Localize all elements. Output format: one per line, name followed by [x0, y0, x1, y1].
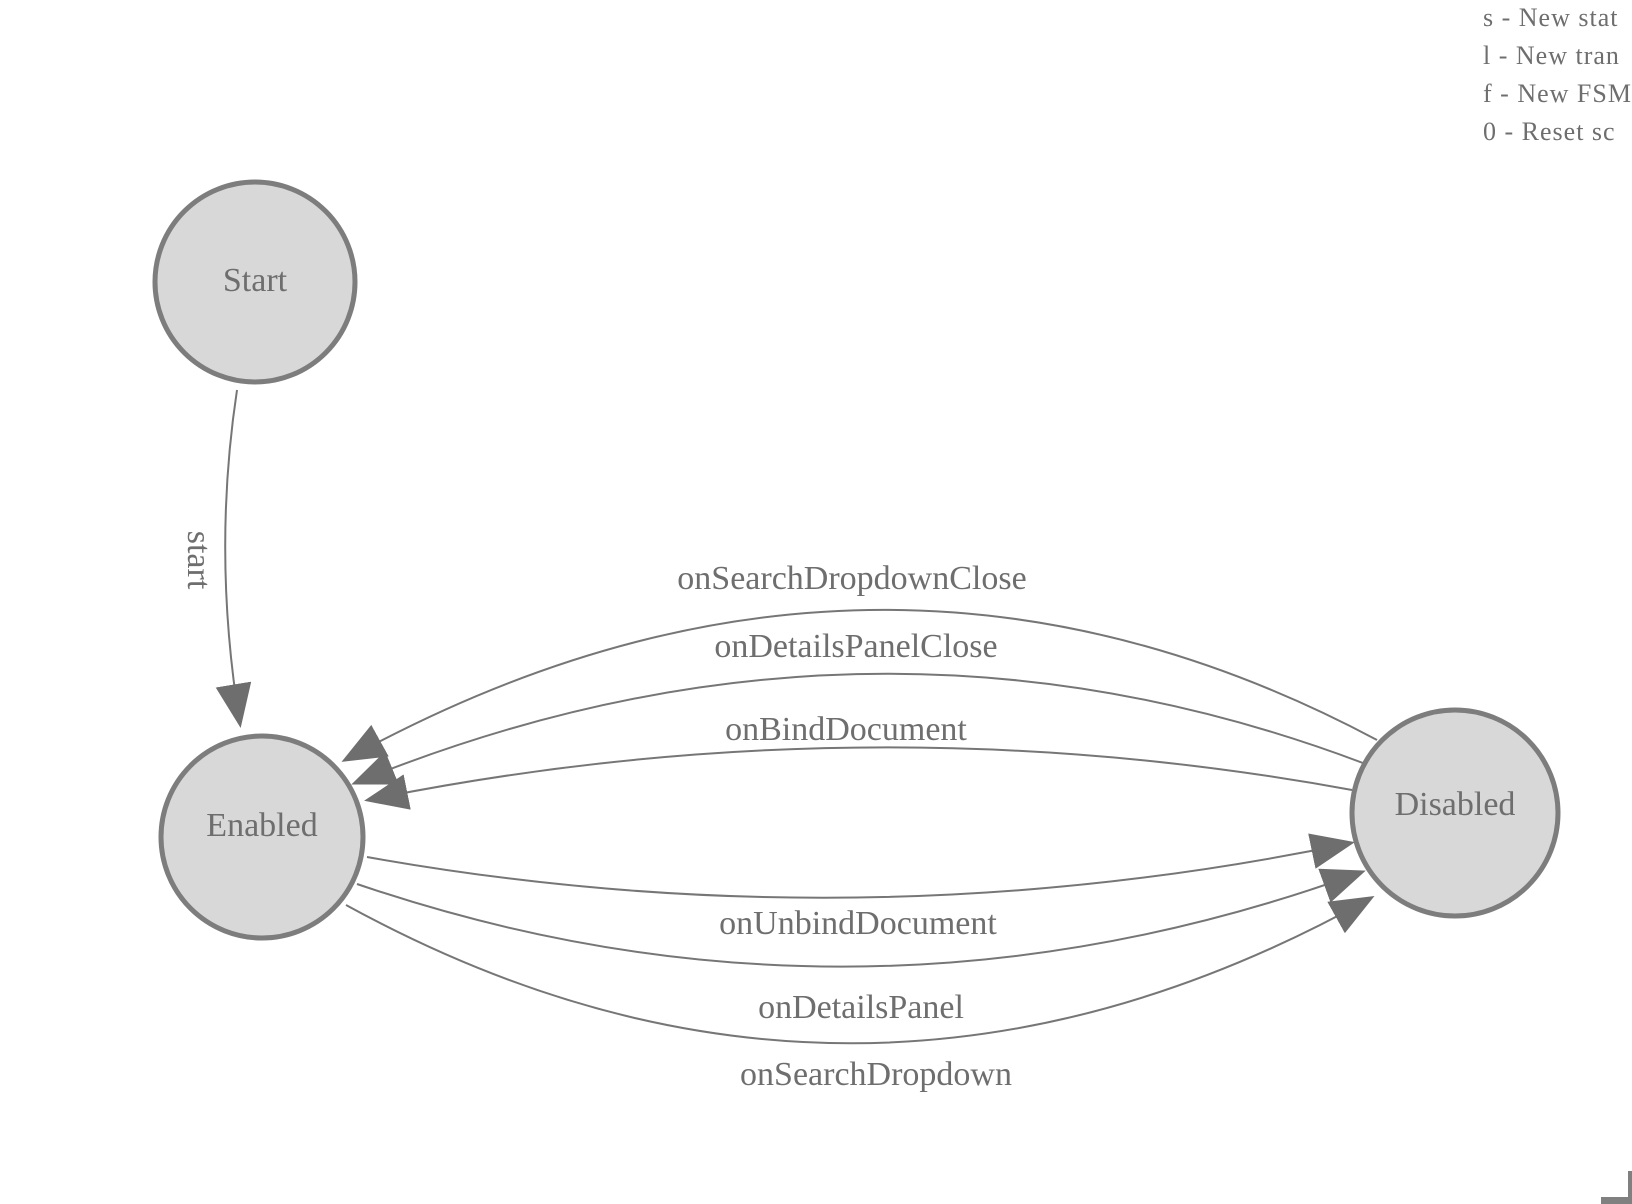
- transition-onUnbindDocument[interactable]: onUnbindDocument: [366, 833, 1355, 942]
- transition-onDetailsPanelClose[interactable]: onDetailsPanelClose: [351, 628, 1364, 785]
- state-node-enabled[interactable]: Enabled: [158, 733, 366, 941]
- edge-line[interactable]: [345, 896, 1375, 1045]
- edge-label-onUnbindDocument[interactable]: onUnbindDocument: [719, 905, 997, 942]
- edge-label-onSearchDropdown[interactable]: onSearchDropdown: [740, 1056, 1012, 1093]
- scroll-corner-horizontal-bar: [1601, 1197, 1632, 1204]
- state-node-disabled[interactable]: Disabled: [1349, 707, 1561, 919]
- scroll-corner: [1601, 1171, 1632, 1204]
- state-circle-enabled[interactable]: [158, 733, 366, 941]
- state-label-enabled: Enabled: [206, 807, 317, 844]
- state-node-start[interactable]: Start: [152, 179, 358, 385]
- legend-line-new-fsm: f - New FSM: [1483, 79, 1632, 108]
- edge-line[interactable]: [364, 746, 1353, 810]
- edge-label-start[interactable]: start: [180, 531, 217, 590]
- legend-line-reset: 0 - Reset sc: [1483, 117, 1616, 146]
- legend-line-new-transition: l - New tran: [1483, 41, 1620, 70]
- transition-onDetailsPanel[interactable]: onDetailsPanel: [356, 868, 1366, 1026]
- legend: s - New stat l - New tran f - New FSM 0 …: [1483, 3, 1632, 146]
- transition-onBindDocument[interactable]: onBindDocument: [364, 711, 1353, 810]
- edge-label-onBindDocument[interactable]: onBindDocument: [725, 711, 967, 748]
- transition-onSearchDropdownClose[interactable]: onSearchDropdownClose: [341, 560, 1378, 762]
- edge-line[interactable]: [351, 672, 1364, 785]
- legend-line-new-state: s - New stat: [1483, 3, 1618, 32]
- edge-line[interactable]: [215, 389, 252, 728]
- state-circle-disabled[interactable]: [1349, 707, 1561, 919]
- edge-label-onDetailsPanelClose[interactable]: onDetailsPanelClose: [714, 628, 997, 665]
- edge-line[interactable]: [356, 868, 1366, 968]
- state-label-disabled: Disabled: [1395, 786, 1516, 823]
- edge-label-onDetailsPanel[interactable]: onDetailsPanel: [758, 989, 964, 1026]
- state-label-start: Start: [223, 262, 288, 299]
- scroll-corner-vertical-bar: [1628, 1171, 1632, 1204]
- transition-start[interactable]: start: [180, 389, 252, 728]
- edge-label-onSearchDropdownClose[interactable]: onSearchDropdownClose: [677, 560, 1026, 597]
- transition-onSearchDropdown[interactable]: onSearchDropdown: [345, 896, 1375, 1093]
- edge-line[interactable]: [341, 608, 1378, 762]
- edge-line[interactable]: [366, 833, 1355, 899]
- state-circle-start[interactable]: [152, 179, 358, 385]
